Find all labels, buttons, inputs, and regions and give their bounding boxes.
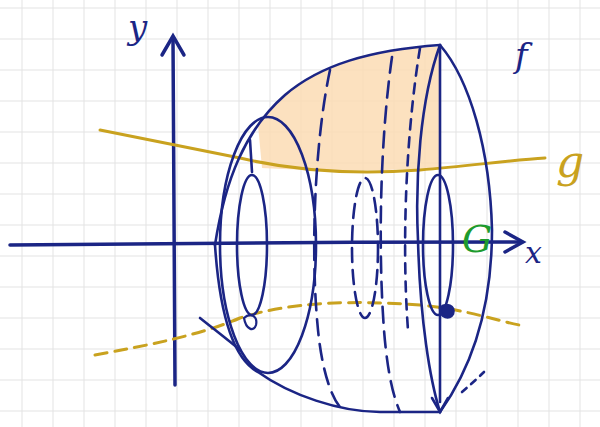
label-g-region: G bbox=[462, 220, 492, 258]
curve-label-f: f bbox=[515, 38, 528, 72]
axis-label-y: y bbox=[128, 10, 147, 44]
axes bbox=[10, 36, 523, 385]
curve-label-g: g bbox=[556, 140, 584, 184]
solid-outline bbox=[200, 45, 492, 412]
curve-g bbox=[95, 130, 545, 355]
axis-label-x: x bbox=[525, 238, 542, 268]
